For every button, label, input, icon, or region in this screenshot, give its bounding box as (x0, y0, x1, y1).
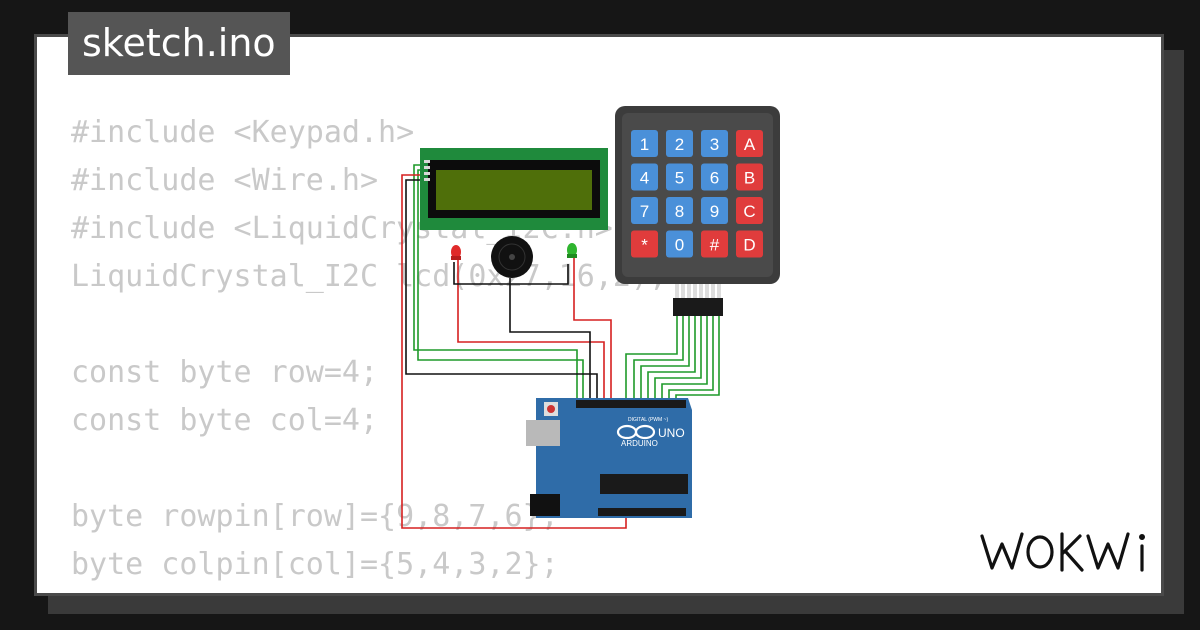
keypad-key[interactable]: 3 (701, 130, 728, 157)
keypad-key-label: C (743, 202, 755, 221)
red-wires (401, 174, 627, 529)
arduino-uno-board[interactable]: ARDUINO UNO DIGITAL (PWM ~) (526, 398, 692, 518)
keypad-key-label: 6 (710, 169, 719, 188)
keypad-key-label: 0 (675, 236, 684, 255)
code-line: byte rowpin[row]={9,8,7,6}; (71, 499, 559, 534)
keypad-key[interactable]: A (736, 130, 763, 157)
preview-card: #include <Keypad.h>#include <Wire.h>#inc… (34, 34, 1164, 596)
code-line: #include <Wire.h> (71, 163, 379, 198)
keypad-key[interactable]: 9 (701, 197, 728, 224)
keypad-key[interactable]: 6 (701, 163, 728, 191)
keypad-key-label: 3 (710, 135, 719, 154)
keypad-key[interactable]: C (736, 197, 763, 224)
keypad-key[interactable]: * (631, 230, 658, 258)
arduino-brand-text: ARDUINO (621, 439, 658, 448)
reset-button[interactable] (547, 405, 555, 413)
atmega-chip (600, 474, 688, 494)
keypad-key-label: 5 (675, 169, 684, 188)
keypad-key-label: 2 (675, 135, 684, 154)
power-analog-header (598, 508, 686, 516)
keypad-key[interactable]: D (736, 230, 763, 258)
keypad-key[interactable]: # (701, 230, 728, 258)
keypad-key[interactable]: 2 (666, 130, 693, 157)
usb-port (526, 420, 560, 446)
green-wires (413, 164, 720, 398)
keypad-key[interactable]: 1 (631, 130, 658, 157)
keypad-key[interactable]: 7 (631, 197, 658, 224)
keypad-key[interactable]: B (736, 163, 763, 191)
code-line: #include <Keypad.h> (71, 115, 415, 150)
arduino-model-text: UNO (658, 426, 685, 440)
keypad-key-label: D (743, 236, 755, 255)
green-led[interactable] (567, 243, 577, 258)
keypad-key[interactable]: 5 (666, 163, 693, 191)
code-line: const byte row=4; (71, 355, 379, 390)
keypad-key-label: B (744, 169, 755, 188)
file-tab[interactable]: sketch.ino (68, 12, 290, 75)
wokwi-logo (980, 532, 1145, 572)
digital-header (576, 400, 686, 408)
black-wires (405, 179, 598, 398)
code-line: byte colpin[col]={5,4,3,2}; (71, 547, 559, 582)
membrane-keypad[interactable]: 1 2 3 A 4 5 6 B 7 8 9 C * 0 # D (615, 106, 780, 316)
keypad-key[interactable]: 0 (666, 230, 693, 258)
keypad-key-label: 9 (710, 202, 719, 221)
keypad-key[interactable]: 8 (666, 197, 693, 224)
keypad-key-label: 7 (640, 202, 649, 221)
keypad-key[interactable]: 4 (631, 163, 658, 191)
code-line: const byte col=4; (71, 403, 379, 438)
arduino-logo (616, 424, 656, 440)
digital-header-label: DIGITAL (PWM ~) (628, 417, 668, 423)
buzzer[interactable] (491, 236, 533, 278)
keypad-key-label: 8 (675, 202, 684, 221)
keypad-key-label: 4 (640, 169, 649, 188)
keypad-key-label: 1 (640, 135, 649, 154)
keypad-key-label: * (641, 236, 648, 255)
lcd-display[interactable] (420, 148, 608, 230)
power-jack (530, 494, 560, 516)
keypad-key-label: # (710, 236, 720, 255)
red-led[interactable] (451, 245, 461, 260)
keypad-key-label: A (744, 135, 756, 154)
